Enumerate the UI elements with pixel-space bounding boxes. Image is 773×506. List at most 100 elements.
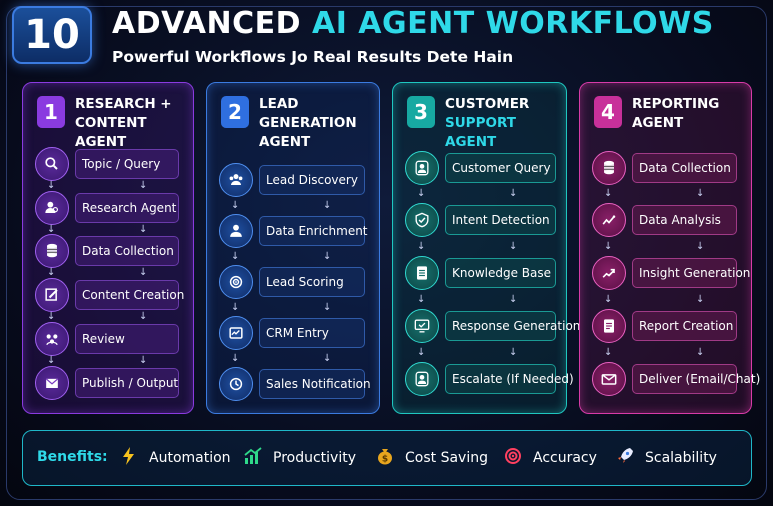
benefit-item: Accuracy [501, 445, 597, 471]
step-label: Data Collection [75, 236, 179, 266]
step-label: Data Analysis [632, 205, 737, 235]
flow-arrow: ↓ [417, 294, 426, 305]
panel-title-line3: AGENT [259, 134, 311, 150]
page-title: ADVANCED AI AGENT WORKFLOWS [112, 6, 714, 46]
flow-arrow: ↓ [323, 302, 332, 313]
panel-title-line1: LEAD [259, 96, 299, 112]
benefits-label: Benefits: [37, 449, 108, 465]
workflow-step: Research Agent [23, 191, 193, 225]
person-icon [405, 151, 439, 185]
flow-arrow: ↓ [696, 294, 705, 305]
panel-number: 1 [37, 96, 65, 128]
flow-arrow: ↓ [509, 241, 518, 252]
lightning-icon [117, 444, 141, 472]
panel-lead-generation: 2 LEAD GENERATION AGENT Lead Discovery↓↓… [206, 82, 380, 414]
step-label: Report Creation [632, 311, 737, 341]
user-icon [219, 214, 253, 248]
flow-arrow: ↓ [604, 241, 613, 252]
workflow-step: CRM Entry [207, 316, 379, 350]
edit-icon [35, 278, 69, 312]
panel-title: RESEARCH + CONTENT AGENT [75, 95, 200, 152]
panel-title-line1: REPORTING [632, 96, 720, 112]
flow-arrow: ↓ [604, 347, 613, 358]
chart-line-icon [592, 203, 626, 237]
panel-reporting: 4 REPORTING AGENT Data Collection↓↓Data … [579, 82, 760, 414]
benefit-item: Scalability [613, 445, 717, 471]
panel-title-line2: SUPPORT AGENT [445, 115, 516, 150]
step-label: Escalate (If Needed) [445, 364, 574, 394]
step-label: Knowledge Base [445, 258, 556, 288]
step-label: Intent Detection [445, 205, 556, 235]
step-label: Insight Generation [632, 258, 750, 288]
benefit-item: Automation [117, 445, 231, 471]
step-label: CRM Entry [259, 318, 365, 348]
database-icon [592, 151, 626, 185]
benefit-label: Accuracy [533, 450, 597, 466]
money-bag-icon: $ [373, 444, 397, 472]
flow-arrow: ↓ [231, 200, 240, 211]
panel-title-line2: GENERATION [259, 115, 357, 131]
rocket-icon [613, 444, 637, 472]
flow-arrow: ↓ [323, 200, 332, 211]
flow-arrow: ↓ [696, 347, 705, 358]
title-part-2: AI AGENT WORKFLOWS [311, 6, 714, 41]
step-label: Lead Discovery [259, 165, 365, 195]
flow-arrow: ↓ [509, 188, 518, 199]
workflow-step: Intent Detection [393, 203, 566, 237]
step-label: Data Collection [632, 153, 737, 183]
send-icon [35, 366, 69, 400]
group-icon [219, 163, 253, 197]
workflow-step: Knowledge Base [393, 256, 566, 290]
benefit-label: Cost Saving [405, 450, 488, 466]
document-list-icon [405, 256, 439, 290]
benefits-bar: Benefits: Automation Productivity $ Cost Sa… [22, 430, 752, 486]
step-label: Response Generation [445, 311, 580, 341]
step-label: Deliver (Email/Chat) [632, 364, 760, 394]
flow-arrow: ↓ [47, 267, 56, 278]
step-label: Sales Notification [259, 369, 371, 399]
workflow-step: Sales Notification [207, 367, 379, 401]
panel-title-line1: CUSTOMER [445, 96, 530, 112]
step-label: Content Creation [75, 280, 184, 310]
flow-arrow: ↓ [47, 355, 56, 366]
panel-research-content: 1 RESEARCH + CONTENT AGENT Topic / Query… [22, 82, 194, 414]
agent-icon [405, 362, 439, 396]
svg-text:$: $ [382, 455, 388, 465]
flow-arrow: ↓ [604, 188, 613, 199]
step-label: Data Enrichment [259, 216, 368, 246]
number-badge: 10 [12, 6, 92, 64]
workflow-step: Insight Generation [580, 256, 751, 290]
user-search-icon [35, 191, 69, 225]
flow-arrow: ↓ [696, 241, 705, 252]
panel-title-line2: CONTENT AGENT [75, 115, 147, 150]
flow-arrow: ↓ [231, 353, 240, 364]
flow-arrow: ↓ [139, 311, 148, 322]
step-label: Topic / Query [75, 149, 179, 179]
workflow-step: Lead Discovery [207, 163, 379, 197]
flow-arrow: ↓ [139, 355, 148, 366]
workflow-step: Review [23, 322, 193, 356]
shield-check-icon [405, 203, 439, 237]
report-icon [592, 309, 626, 343]
title-part-1: ADVANCED [112, 6, 312, 41]
flow-arrow: ↓ [139, 267, 148, 278]
benefit-label: Automation [149, 450, 231, 466]
workflow-step: Response Generation [393, 309, 580, 343]
flow-arrow: ↓ [47, 224, 56, 235]
magnifier-icon [35, 147, 69, 181]
benefit-label: Productivity [273, 450, 356, 466]
workflow-step: Content Creation [23, 278, 193, 312]
panel-title: REPORTING AGENT [632, 95, 754, 133]
panel-title-line2: AGENT [632, 115, 684, 131]
workflow-step: Escalate (If Needed) [393, 362, 574, 396]
workflow-step: Data Collection [580, 151, 751, 185]
panel-title: CUSTOMER SUPPORT AGENT [445, 95, 567, 152]
benefit-label: Scalability [645, 450, 717, 466]
workflow-step: Report Creation [580, 309, 751, 343]
step-label: Lead Scoring [259, 267, 365, 297]
workflow-step: Topic / Query [23, 147, 193, 181]
target-icon [501, 444, 525, 472]
flow-arrow: ↓ [47, 180, 56, 191]
growth-chart-icon [241, 444, 265, 472]
flow-arrow: ↓ [139, 224, 148, 235]
